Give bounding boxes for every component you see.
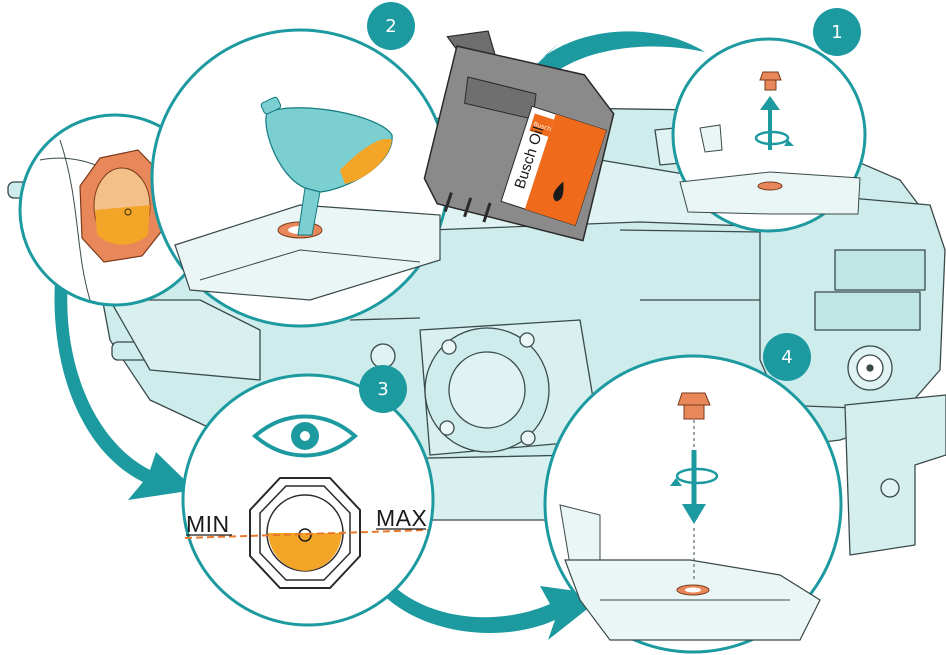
rotate-arrow-icon — [675, 467, 719, 485]
inset-unscrew — [671, 37, 867, 233]
step-badge-1: 1 — [813, 8, 861, 56]
inset-fill — [150, 28, 450, 328]
step-badge-2: 2 — [367, 2, 415, 50]
min-label: MIN — [186, 511, 230, 537]
min-max-line — [184, 529, 429, 539]
plug-icon — [677, 392, 711, 420]
flow-arrow-icon — [54, 280, 195, 500]
inset-screw — [543, 354, 843, 654]
oil-can: Busch Busch Oil — [423, 30, 615, 242]
step-badge-3: 3 — [359, 365, 407, 413]
step-number-1: 1 — [831, 22, 842, 43]
flow-arrow-icon — [370, 575, 605, 640]
oil-drop-icon — [553, 181, 564, 202]
inset-sight-glass — [18, 113, 212, 307]
eye-icon — [251, 414, 359, 458]
step-number-4: 4 — [781, 347, 792, 368]
plug-icon — [759, 71, 782, 91]
step-badge-4: 4 — [763, 333, 811, 381]
inset-check-level: MIN MAX — [181, 373, 435, 627]
max-label: MAX — [376, 505, 427, 531]
rotate-arrow-icon — [754, 130, 790, 146]
step-number-2: 2 — [385, 16, 396, 37]
step-number-3: 3 — [377, 379, 388, 400]
